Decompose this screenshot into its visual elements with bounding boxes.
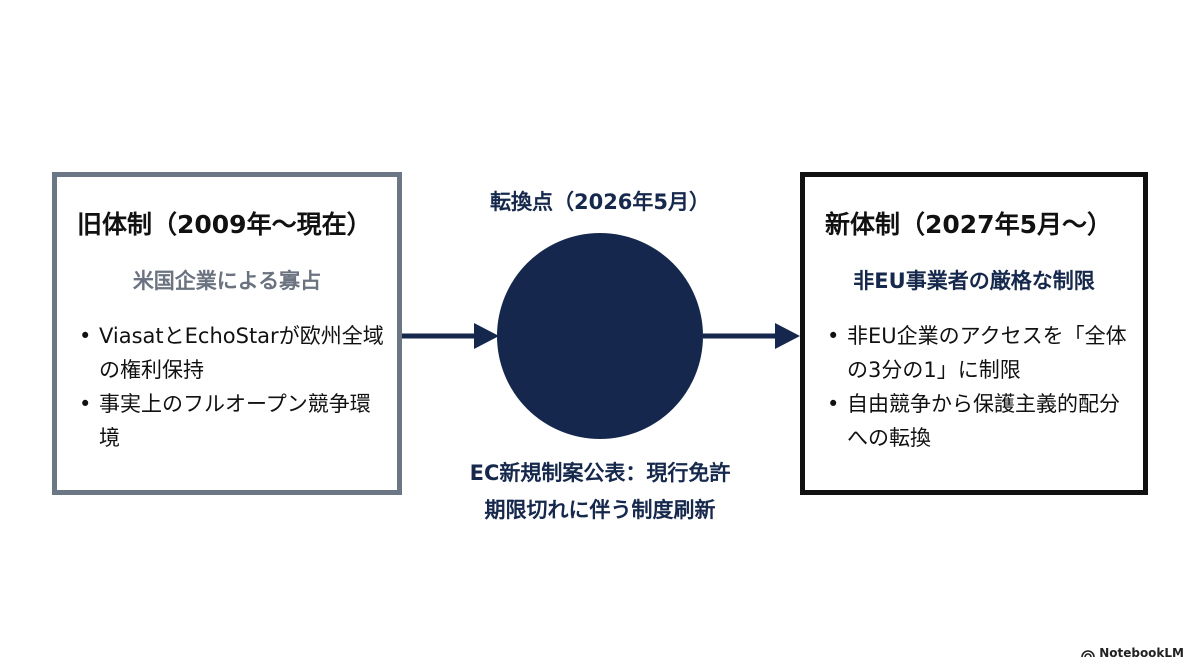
new-system-bullet-2: • 自由競争から保護主義的配分への転換 (827, 387, 1147, 455)
turning-point-circle (497, 233, 703, 439)
new-system-box: 新体制（2027年5月〜） 非EU事業者の厳格な制限 • 非EU企業のアクセスを… (800, 172, 1148, 495)
old-system-bullet-1-text: ViasatとEchoStarが欧州全域の権利保持 (99, 324, 384, 382)
turning-point-description: EC新規制案公表：現行免許 期限切れに伴う制度刷新 (0, 455, 1200, 529)
new-system-subtitle: 非EU事業者の厳格な制限 (853, 269, 1095, 293)
old-system-bullet-2-text: 事実上のフルオープン競争環境 (99, 392, 371, 450)
arrow-right-icon (402, 323, 499, 349)
turning-point-label: 転換点（2026年5月） (489, 190, 711, 214)
old-system-bullet-list: • ViasatとEchoStarが欧州全域の権利保持 • 事実上のフルオープン… (79, 319, 399, 455)
new-system-bullet-1-text: 非EU企業のアクセスを「全体の3分の1」に制限 (847, 324, 1127, 382)
watermark-text: NotebookLM (1099, 646, 1184, 660)
notebooklm-logo-icon (1081, 650, 1095, 658)
bullet-dot-icon: • (827, 324, 840, 348)
turning-point-description-line-2: 期限切れに伴う制度刷新 (484, 498, 716, 522)
old-system-subtitle: 米国企業による寡占 (132, 269, 322, 293)
old-system-title: 旧体制（2009年〜現在） (77, 210, 372, 239)
new-system-bullet-1: • 非EU企業のアクセスを「全体の3分の1」に制限 (827, 319, 1147, 387)
new-system-bullet-2-text: 自由競争から保護主義的配分への転換 (847, 392, 1120, 450)
arrow-right-icon (703, 323, 800, 349)
turning-point-description-line-1: EC新規制案公表：現行免許 (469, 461, 731, 485)
new-system-title: 新体制（2027年5月〜） (825, 210, 1112, 239)
old-system-bullet-2: • 事実上のフルオープン競争環境 (79, 387, 399, 455)
old-system-bullet-1: • ViasatとEchoStarが欧州全域の権利保持 (79, 319, 399, 387)
old-system-box: 旧体制（2009年〜現在） 米国企業による寡占 • ViasatとEchoSta… (52, 172, 402, 495)
notebooklm-watermark: NotebookLM (1081, 646, 1184, 660)
new-system-bullet-list: • 非EU企業のアクセスを「全体の3分の1」に制限 • 自由競争から保護主義的配… (827, 319, 1147, 455)
bullet-dot-icon: • (79, 324, 92, 348)
bullet-dot-icon: • (79, 392, 92, 416)
bullet-dot-icon: • (827, 392, 840, 416)
